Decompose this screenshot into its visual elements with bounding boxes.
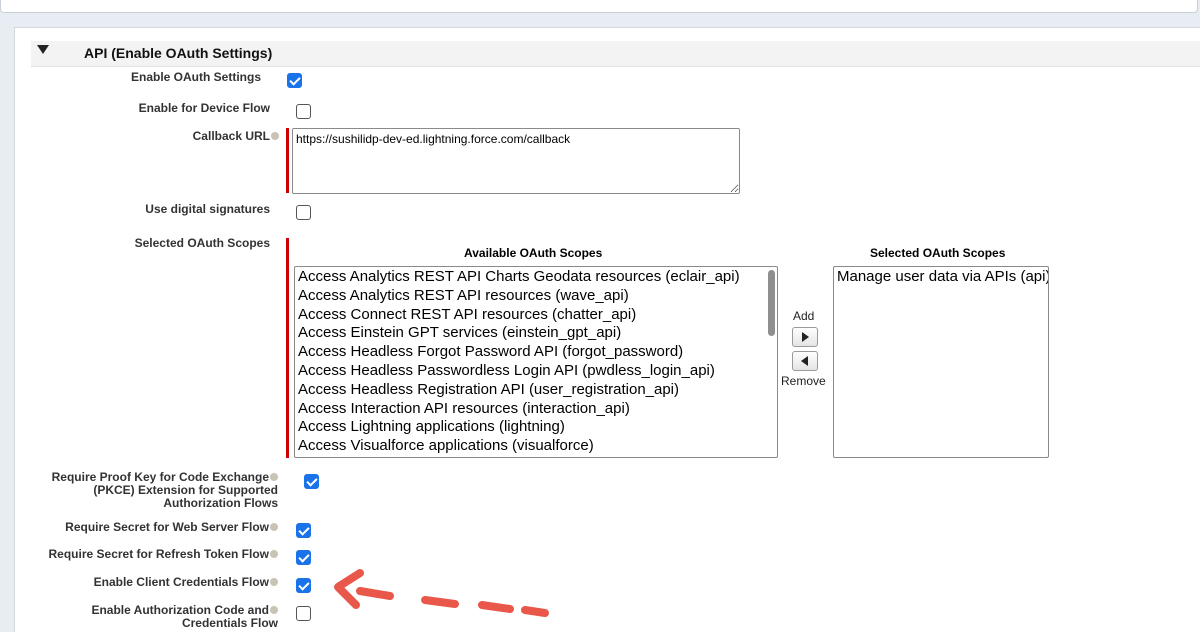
device-flow-label: Enable for Device Flow [138,101,270,115]
device-flow-checkbox[interactable] [296,104,311,119]
secret-refresh-label-text: Require Secret for Refresh Token Flow [48,547,270,561]
secret-web-server-label-text: Require Secret for Web Server Flow [65,520,269,534]
callback-url-label-text: Callback URL [192,129,270,143]
client-credentials-checkbox[interactable] [296,578,311,593]
digital-signatures-checkbox[interactable] [296,205,311,220]
selected-scopes-heading: Selected OAuth Scopes [870,246,1006,260]
add-label: Add [793,309,815,323]
section-header[interactable]: API (Enable OAuth Settings) [31,41,1200,67]
auth-code-label-line: Credentials Flow [181,616,278,630]
arrow-right-icon [802,332,809,342]
available-scope-option[interactable]: Access Analytics REST API resources (wav… [298,286,629,304]
client-credentials-label: Enable Client Credentials Flow [94,576,278,589]
previous-section-card [0,0,1198,13]
auth-code-credentials-label: Enable Authorization Code and Credential… [91,604,278,630]
available-scope-option[interactable]: Access Connect REST API resources (chatt… [298,305,637,323]
pkce-label-line: Authorization Flows [163,496,278,510]
selected-scopes-list[interactable]: Manage user data via APIs (api) [833,266,1049,458]
help-icon[interactable] [270,473,278,481]
secret-web-server-checkbox[interactable] [296,523,311,538]
available-scope-option[interactable]: Access Headless Forgot Password API (for… [298,343,684,361]
triangle-down-icon[interactable] [37,45,49,54]
required-indicator [286,128,289,193]
available-scope-option[interactable]: Access Headless Registration API (user_r… [298,380,680,398]
digital-signatures-label: Use digital signatures [145,202,270,216]
annotation-arrow [334,569,549,617]
secret-web-server-label: Require Secret for Web Server Flow [65,521,278,534]
enable-oauth-label: Enable OAuth Settings [130,70,261,84]
remove-button[interactable] [792,351,818,371]
scrollbar-thumb[interactable] [768,270,775,336]
pkce-label: Require Proof Key for Code Exchange (PKC… [52,471,278,510]
help-icon[interactable] [270,578,278,586]
available-scope-option[interactable]: Access Analytics REST API Charts Geodata… [298,268,740,285]
secret-refresh-checkbox[interactable] [296,550,311,565]
help-icon[interactable] [271,132,279,140]
available-scopes-list[interactable]: Access Analytics REST API Charts Geodata… [294,266,778,458]
available-scope-option[interactable]: Access Headless Passwordless Login API (… [298,361,715,379]
auth-code-credentials-checkbox[interactable] [296,606,311,621]
selected-scope-option[interactable]: Manage user data via APIs (api) [837,268,1049,285]
arrow-left-icon [801,356,808,366]
add-button[interactable] [792,327,818,347]
callback-url-input[interactable] [292,128,740,194]
available-scope-option[interactable]: Access Interaction API resources (intera… [298,399,630,417]
enable-oauth-checkbox[interactable] [287,73,302,88]
pkce-label-line: Require Proof Key for Code Exchange [51,470,269,484]
client-credentials-label-text: Enable Client Credentials Flow [93,575,269,589]
section-title: API (Enable OAuth Settings) [84,45,273,61]
help-icon[interactable] [270,606,278,614]
oauth-scopes-label: Selected OAuth Scopes [134,236,270,250]
secret-refresh-label: Require Secret for Refresh Token Flow [48,547,278,561]
required-indicator [286,238,289,458]
callback-url-label: Callback URL [193,130,279,143]
help-icon[interactable] [270,523,278,531]
available-scopes-heading: Available OAuth Scopes [464,246,603,260]
pkce-checkbox[interactable] [304,474,319,489]
pkce-label-line: (PKCE) Extension for Supported [93,483,278,497]
available-scope-option[interactable]: Access Visualforce applications (visualf… [298,437,594,455]
remove-label: Remove [781,374,826,388]
auth-code-label-line: Enable Authorization Code and [91,603,269,617]
help-icon[interactable] [270,550,278,558]
available-scope-option[interactable]: Access Einstein GPT services (einstein_g… [298,324,622,342]
available-scope-option[interactable]: Access Lightning applications (lightning… [298,418,565,436]
